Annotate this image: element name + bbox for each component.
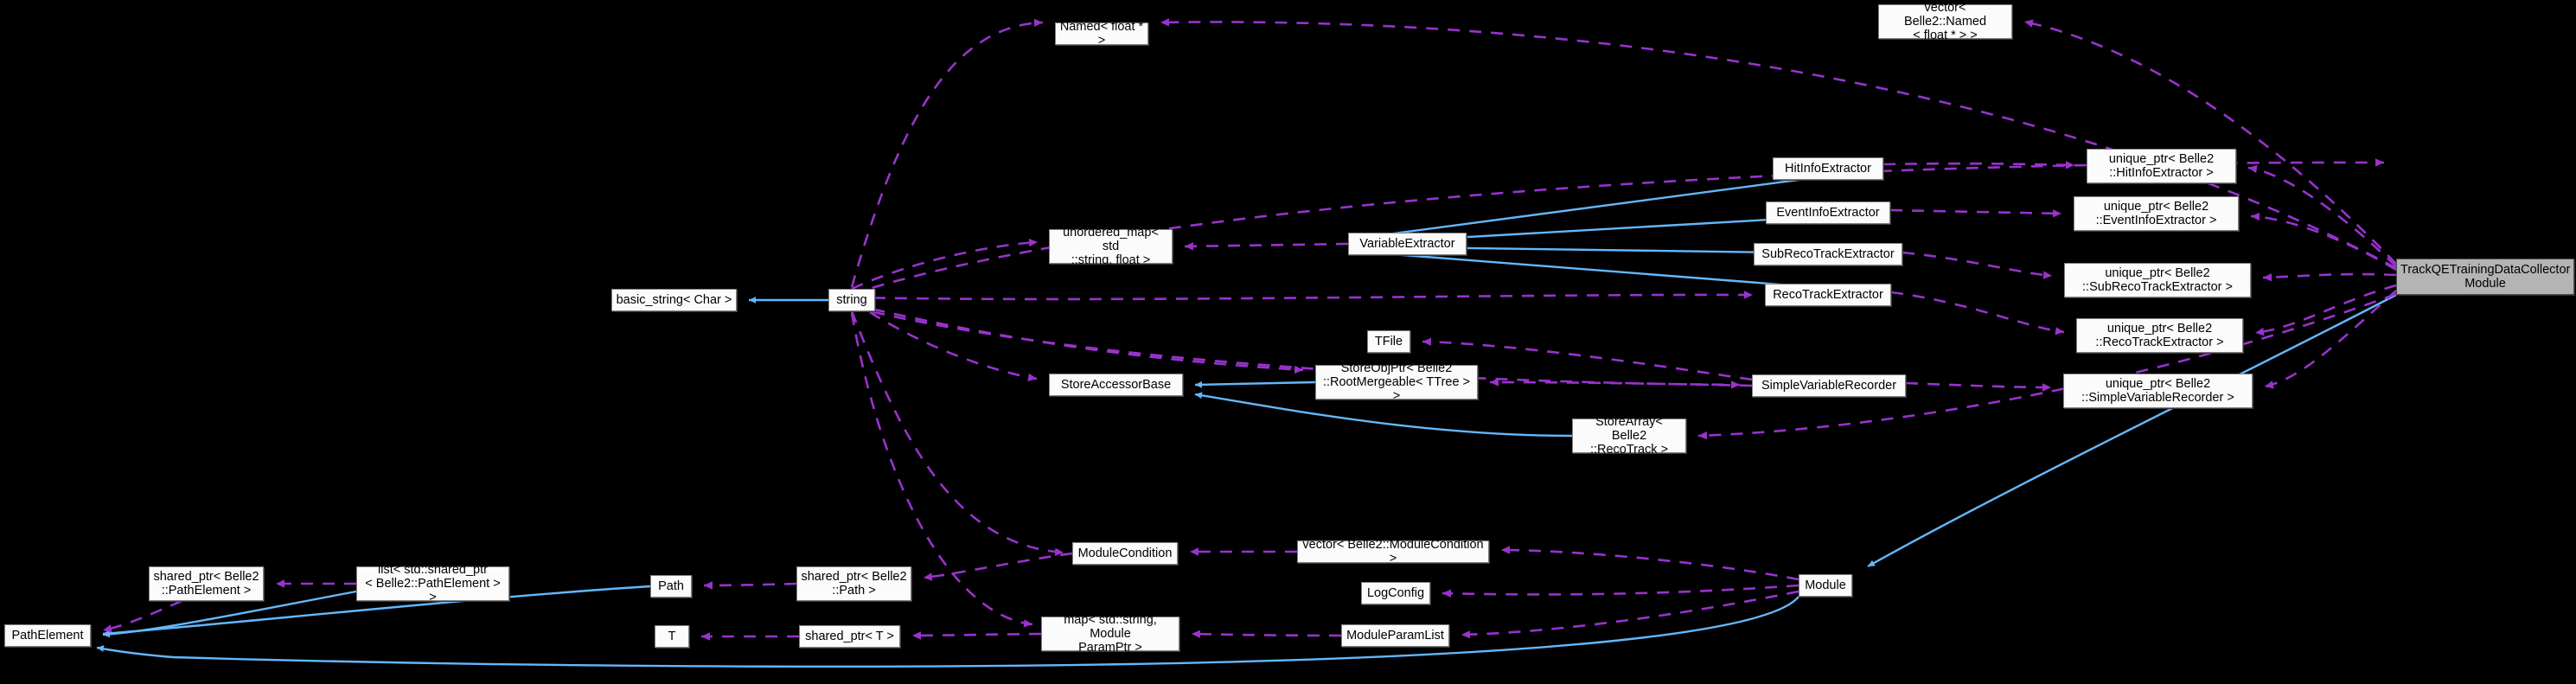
usage-edges bbox=[102, 18, 2397, 641]
node-label-eventinfoextractor: EventInfoExtractor bbox=[1776, 205, 1880, 220]
node-pathelement[interactable]: PathElement bbox=[4, 624, 91, 647]
node-label-string: string bbox=[836, 292, 867, 307]
node-label-trackqe_module: TrackQETrainingDataCollector Module bbox=[2400, 262, 2571, 291]
node-label-vector_named_float: vector< Belle2::Named < float * > > bbox=[1903, 0, 1987, 43]
node-simplevariablerecorder[interactable]: SimpleVariableRecorder bbox=[1752, 374, 1906, 397]
node-shared_pathelement[interactable]: shared_ptr< Belle2 ::PathElement > bbox=[149, 566, 264, 601]
node-shared_path[interactable]: shared_ptr< Belle2 ::Path > bbox=[796, 566, 911, 601]
node-label-path: Path bbox=[658, 579, 684, 593]
node-unordered_map[interactable]: unordered_map< std ::string, float > bbox=[1049, 226, 1173, 267]
node-label-shared_path: shared_ptr< Belle2 ::Path > bbox=[801, 569, 907, 598]
node-label-list_shared_pathelement: list< std::shared_ptr < Belle2::PathElem… bbox=[365, 562, 501, 605]
node-label-named_float: Named< float * > bbox=[1059, 19, 1144, 48]
node-trackqe_module[interactable]: TrackQETrainingDataCollector Module bbox=[2396, 259, 2574, 295]
node-label-variableextractor: VariableExtractor bbox=[1359, 236, 1455, 251]
node-label-storeaccessorbase: StoreAccessorBase bbox=[1060, 377, 1172, 392]
node-recotrackextractor[interactable]: RecoTrackExtractor bbox=[1765, 284, 1891, 306]
node-list_shared_pathelement[interactable]: list< std::shared_ptr < Belle2::PathElem… bbox=[356, 563, 509, 604]
node-uniq_hitinfo[interactable]: unique_ptr< Belle2 ::HitInfoExtractor > bbox=[2087, 149, 2236, 183]
node-basic_string[interactable]: basic_string< Char > bbox=[611, 289, 737, 311]
node-t_param[interactable]: T bbox=[655, 625, 689, 648]
node-label-subrecotrackextractor: SubRecoTrackExtractor bbox=[1761, 246, 1895, 261]
node-label-vector_modulecondition: vector< Belle2::ModuleCondition > bbox=[1302, 537, 1484, 566]
node-label-storeobjptr: StoreObjPtr< Belle2 ::RootMergeable< TTr… bbox=[1322, 361, 1471, 404]
node-label-uniq_eventinfo: unique_ptr< Belle2 ::EventInfoExtractor … bbox=[2095, 199, 2217, 227]
node-label-tfile: TFile bbox=[1374, 334, 1403, 348]
node-label-map_moduleparam: map< std::string, Module ParamPtr > bbox=[1064, 612, 1157, 655]
node-uniq_simplerec[interactable]: unique_ptr< Belle2 ::SimpleVariableRecor… bbox=[2063, 374, 2253, 408]
node-subrecotrackextractor[interactable]: SubRecoTrackExtractor bbox=[1754, 243, 1902, 265]
node-label-hitinfoextractor: HitInfoExtractor bbox=[1785, 161, 1871, 176]
node-label-uniq_recotrack: unique_ptr< Belle2 ::RecoTrackExtractor … bbox=[2095, 321, 2224, 349]
node-label-module: Module bbox=[1805, 578, 1846, 592]
node-module[interactable]: Module bbox=[1799, 574, 1852, 597]
node-label-basic_string: basic_string< Char > bbox=[616, 292, 732, 307]
node-tfile[interactable]: TFile bbox=[1367, 330, 1410, 353]
node-eventinfoextractor[interactable]: EventInfoExtractor bbox=[1766, 201, 1890, 224]
node-uniq_subreco[interactable]: unique_ptr< Belle2 ::SubRecoTrackExtract… bbox=[2064, 263, 2251, 297]
node-moduleparamlist[interactable]: ModuleParamList bbox=[1341, 624, 1449, 647]
node-vector_named_float[interactable]: vector< Belle2::Named < float * > > bbox=[1878, 1, 2012, 42]
node-hitinfoextractor[interactable]: HitInfoExtractor bbox=[1773, 157, 1883, 180]
node-uniq_eventinfo[interactable]: unique_ptr< Belle2 ::EventInfoExtractor … bbox=[2074, 196, 2239, 231]
node-variableextractor[interactable]: VariableExtractor bbox=[1348, 233, 1467, 255]
node-string[interactable]: string bbox=[828, 289, 875, 311]
node-vector_modulecondition[interactable]: vector< Belle2::ModuleCondition > bbox=[1297, 537, 1489, 566]
node-label-shared_pathelement: shared_ptr< Belle2 ::PathElement > bbox=[153, 569, 259, 598]
node-label-t_param: T bbox=[668, 629, 676, 643]
node-label-moduleparamlist: ModuleParamList bbox=[1346, 628, 1444, 642]
node-label-storearray: StoreArray< Belle2 ::RecoTrack > bbox=[1589, 414, 1669, 457]
node-shared_t[interactable]: shared_ptr< T > bbox=[799, 625, 900, 648]
node-named_float[interactable]: Named< float * > bbox=[1055, 19, 1148, 48]
node-label-uniq_hitinfo: unique_ptr< Belle2 ::HitInfoExtractor > bbox=[2108, 151, 2215, 180]
node-storearray[interactable]: StoreArray< Belle2 ::RecoTrack > bbox=[1572, 415, 1686, 457]
node-label-pathelement: PathElement bbox=[11, 628, 84, 642]
node-label-unordered_map: unordered_map< std ::string, float > bbox=[1063, 225, 1159, 268]
node-label-recotrackextractor: RecoTrackExtractor bbox=[1773, 287, 1883, 302]
node-label-logconfig: LogConfig bbox=[1366, 585, 1425, 600]
node-storeobjptr[interactable]: StoreObjPtr< Belle2 ::RootMergeable< TTr… bbox=[1315, 361, 1478, 403]
node-label-shared_t: shared_ptr< T > bbox=[805, 629, 894, 643]
node-logconfig[interactable]: LogConfig bbox=[1361, 582, 1430, 604]
node-label-uniq_simplerec: unique_ptr< Belle2 ::SimpleVariableRecor… bbox=[2081, 376, 2234, 405]
node-uniq_recotrack[interactable]: unique_ptr< Belle2 ::RecoTrackExtractor … bbox=[2076, 318, 2243, 353]
node-path[interactable]: Path bbox=[650, 575, 692, 598]
node-map_moduleparam[interactable]: map< std::string, Module ParamPtr > bbox=[1041, 613, 1179, 655]
node-label-simplevariablerecorder: SimpleVariableRecorder bbox=[1761, 378, 1897, 393]
node-label-modulecondition: ModuleCondition bbox=[1077, 546, 1173, 560]
node-label-uniq_subreco: unique_ptr< Belle2 ::SubRecoTrackExtract… bbox=[2082, 265, 2233, 294]
node-storeaccessorbase[interactable]: StoreAccessorBase bbox=[1049, 374, 1183, 396]
node-modulecondition[interactable]: ModuleCondition bbox=[1072, 542, 1178, 565]
